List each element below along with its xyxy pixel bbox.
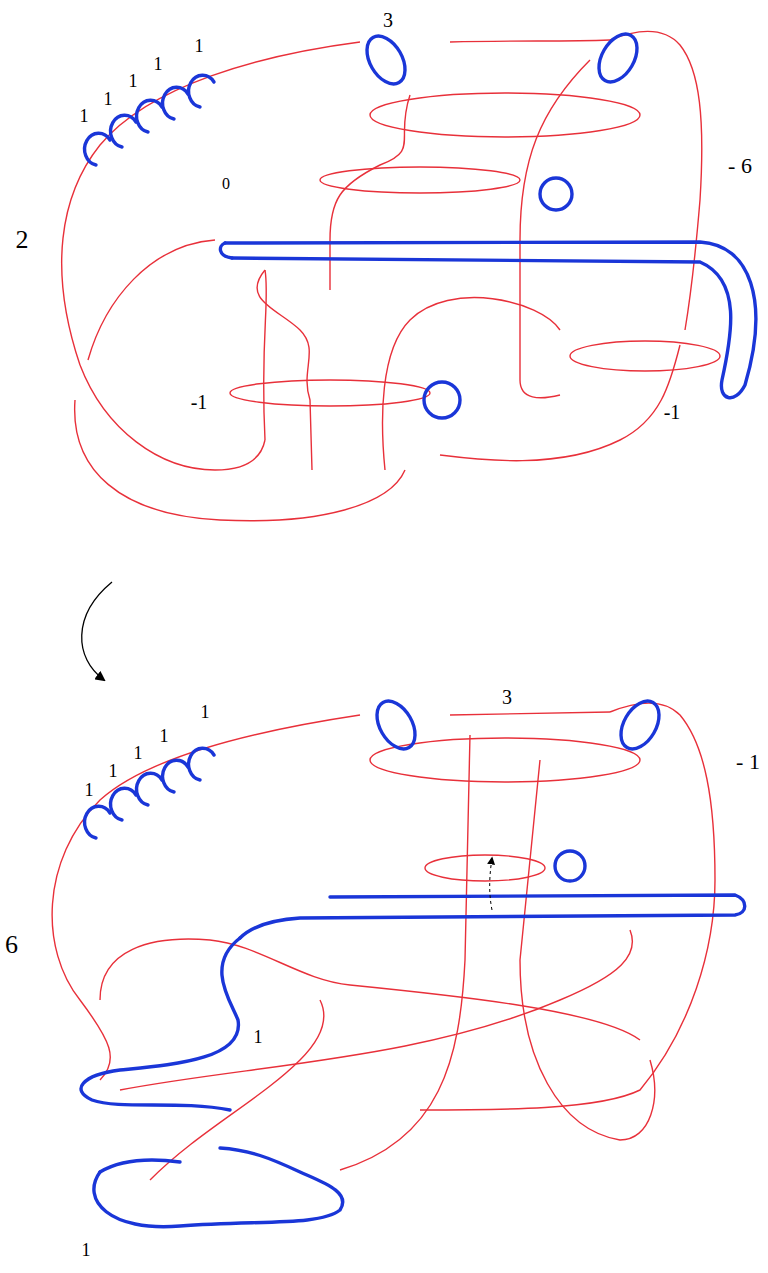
framing-number: - 6 xyxy=(726,155,754,177)
framing-number: 1 xyxy=(158,727,171,745)
framing-number: 1 xyxy=(80,1241,93,1259)
framing-number: 1 xyxy=(199,703,212,721)
framing-number: 1 xyxy=(83,781,96,799)
framing-number: 1 xyxy=(152,55,165,73)
framing-number: 3 xyxy=(500,687,514,707)
framing-number: 1 xyxy=(193,37,206,55)
framing-number: 1 xyxy=(78,107,91,125)
framing-number: 1 xyxy=(127,72,140,90)
framing-number: 1 xyxy=(252,1028,265,1046)
slide-arrow xyxy=(490,858,492,910)
framing-number: 0 xyxy=(220,176,232,192)
framing-number: -1 xyxy=(189,392,210,412)
framing-number: 6 xyxy=(3,932,20,958)
top-diagram xyxy=(62,27,756,520)
framing-number: 3 xyxy=(381,10,395,30)
framing-number: 1 xyxy=(102,90,115,108)
framing-number: 1 xyxy=(132,744,145,762)
transition-arrow xyxy=(82,582,112,680)
framing-number: 2 xyxy=(14,227,31,253)
framing-number: -1 xyxy=(662,402,683,422)
framing-number: - 1 xyxy=(734,751,762,773)
framing-number: 1 xyxy=(107,762,120,780)
bottom-diagram xyxy=(52,694,745,1226)
